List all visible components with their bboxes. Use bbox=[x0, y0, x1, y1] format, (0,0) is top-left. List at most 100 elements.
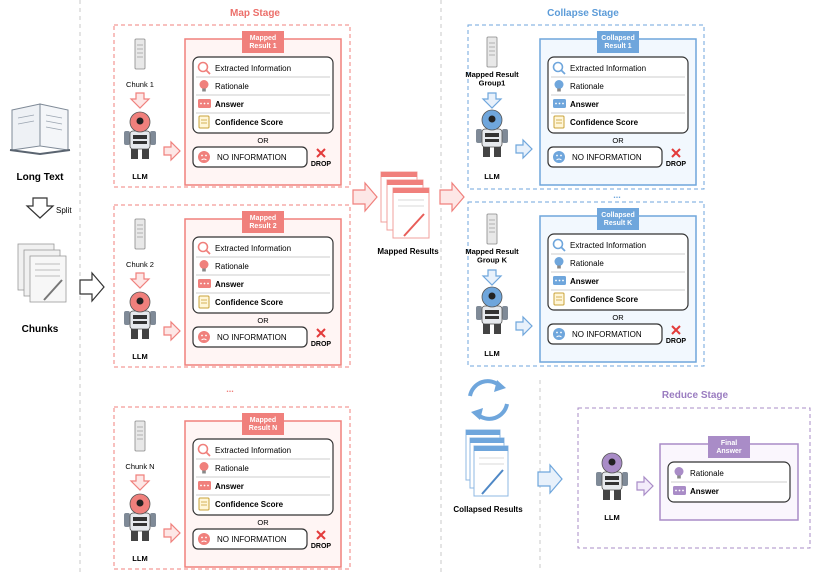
chunk-doc-icon bbox=[134, 420, 146, 452]
no-information-panel bbox=[547, 323, 663, 345]
no-information-panel bbox=[192, 528, 308, 550]
clipboard-icon bbox=[198, 497, 210, 511]
or-label: OR bbox=[612, 136, 624, 145]
result-field-label: Extracted Information bbox=[215, 64, 291, 73]
result-field-label: Answer bbox=[215, 100, 244, 109]
result-field-label: Rationale bbox=[690, 469, 724, 478]
result-field-label: Answer bbox=[215, 280, 244, 289]
llm-robot-icon bbox=[596, 452, 628, 500]
chunk-label: Chunk 1 bbox=[126, 80, 154, 89]
collapsed-results-stack-icon bbox=[465, 429, 509, 497]
down-arrow-icon bbox=[129, 92, 151, 109]
map-to-results-arrow bbox=[352, 181, 378, 213]
chunk-doc-icon bbox=[134, 218, 146, 250]
bulb-icon bbox=[199, 462, 209, 474]
drop-label: DROP bbox=[666, 161, 687, 168]
no-information-label: NO INFORMATION bbox=[217, 535, 287, 544]
drop-label: DROP bbox=[311, 161, 332, 168]
map-ellipsis: ... bbox=[226, 384, 234, 394]
search-icon bbox=[197, 241, 211, 255]
llm-label: LLM bbox=[604, 513, 619, 522]
sad-face-icon bbox=[553, 151, 565, 163]
sad-face-icon bbox=[553, 328, 565, 340]
collapse-ellipsis: ... bbox=[613, 190, 621, 200]
chat-icon bbox=[673, 486, 686, 495]
no-information-label: NO INFORMATION bbox=[217, 153, 287, 162]
result-field-label: Rationale bbox=[215, 464, 249, 473]
llm-robot-icon bbox=[124, 111, 156, 159]
llm-robot-icon bbox=[124, 291, 156, 339]
map-stage-title: Map Stage bbox=[230, 8, 280, 19]
result-field-label: Rationale bbox=[570, 259, 604, 268]
chat-icon bbox=[198, 279, 211, 288]
chunks-label: Chunks bbox=[22, 324, 59, 335]
or-label: OR bbox=[612, 313, 624, 322]
reduce-stage-title: Reduce Stage bbox=[662, 390, 729, 401]
result-field-label: Extracted Information bbox=[570, 64, 646, 73]
mapped-results-stack-icon bbox=[380, 171, 430, 239]
or-label: OR bbox=[257, 316, 269, 325]
collapse-row-frame bbox=[467, 201, 705, 367]
no-information-panel bbox=[547, 146, 663, 168]
collapsed-to-reduce-arrow bbox=[537, 463, 563, 495]
no-information-panel bbox=[192, 146, 308, 168]
result-title-chip bbox=[708, 436, 750, 458]
clipboard-icon bbox=[198, 115, 210, 129]
sad-face-icon bbox=[198, 533, 210, 545]
no-information-panel bbox=[192, 326, 308, 348]
result-field-label: Answer bbox=[690, 487, 719, 496]
drop-x-icon bbox=[671, 325, 681, 335]
map-row-frame bbox=[113, 24, 351, 188]
chunks-to-map-arrow bbox=[79, 271, 105, 303]
result-field-label: Answer bbox=[570, 277, 599, 286]
llm-label: LLM bbox=[484, 172, 499, 181]
result-title-chip bbox=[242, 413, 284, 435]
clipboard-icon bbox=[553, 292, 565, 306]
llm-robot-icon bbox=[476, 286, 508, 334]
llm-robot-icon bbox=[476, 109, 508, 157]
result-field-label: Confidence Score bbox=[215, 298, 284, 307]
result-field-label: Rationale bbox=[215, 82, 249, 91]
no-information-label: NO INFORMATION bbox=[572, 330, 642, 339]
result-field-label: Rationale bbox=[215, 262, 249, 271]
right-arrow-icon bbox=[515, 315, 533, 337]
result-title-chip bbox=[597, 208, 639, 230]
result-title-chip bbox=[597, 31, 639, 53]
llm-label: LLM bbox=[484, 349, 499, 358]
result-field-label: Confidence Score bbox=[215, 118, 284, 127]
collapse-stage-title: Collapse Stage bbox=[547, 8, 619, 19]
reduce-frame bbox=[577, 407, 811, 549]
collapse-row-frame bbox=[467, 24, 705, 190]
chunk-label: Chunk N bbox=[125, 462, 154, 471]
result-title-chip bbox=[242, 211, 284, 233]
down-arrow-icon bbox=[481, 92, 503, 109]
map-row-frame bbox=[113, 406, 351, 570]
result-field-label: Extracted Information bbox=[215, 446, 291, 455]
chunk-doc-icon bbox=[134, 38, 146, 70]
clipboard-icon bbox=[198, 295, 210, 309]
search-icon bbox=[552, 61, 566, 75]
long-text-book-icon bbox=[9, 103, 71, 156]
drop-x-icon bbox=[316, 328, 326, 338]
bulb-icon bbox=[199, 260, 209, 272]
sad-face-icon bbox=[198, 151, 210, 163]
chat-icon bbox=[198, 99, 211, 108]
right-arrow-icon bbox=[163, 320, 181, 342]
collapsed-results-label: Collapsed Results bbox=[453, 505, 523, 514]
